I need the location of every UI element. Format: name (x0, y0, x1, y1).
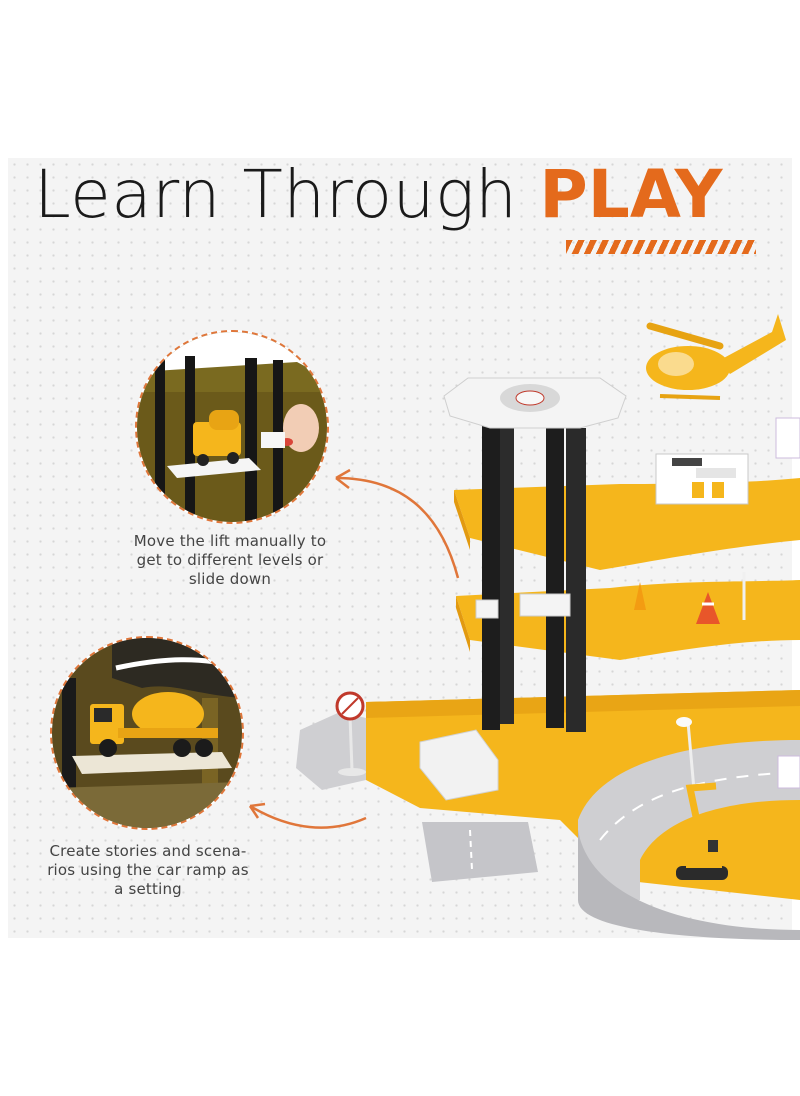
lift-detail-photo (135, 330, 329, 524)
lift-caption: Move the lift manually to get to differe… (110, 532, 350, 589)
lift-caption-line: slide down (188, 570, 272, 588)
pillar (482, 424, 500, 730)
arrow-to-ramp-photo (249, 804, 367, 829)
road-curve (578, 740, 800, 900)
ramp-detail-photo (50, 636, 244, 830)
headline-bold: PLAY (539, 156, 723, 233)
entry-ramp-left (296, 712, 366, 790)
excavator-toy (676, 782, 728, 880)
parking-sign (335, 691, 366, 776)
traffic-cone (634, 582, 646, 610)
road-sign (775, 417, 800, 459)
car-wash-block (419, 729, 499, 801)
entrance-gate (655, 453, 749, 505)
headline-thin: Learn Through (34, 156, 518, 233)
lift-caption-line: Move the lift manually to (133, 532, 327, 550)
ramp-caption: Create stories and scena- rios using the… (28, 842, 268, 899)
road-sign-right (777, 755, 800, 789)
ramp-caption-line: rios using the car ramp as (47, 861, 249, 879)
ramp-caption-line: Create stories and scena- (49, 842, 247, 860)
ramp-caption-line: a setting (114, 880, 182, 898)
entry-ramp-bottom (422, 822, 538, 882)
lift-platform (519, 593, 571, 617)
lift-caption-line: get to different levels or (136, 551, 324, 569)
helicopter-toy (646, 314, 786, 400)
arrow-to-lift-photo (335, 476, 460, 579)
accent-stripes (566, 240, 756, 254)
